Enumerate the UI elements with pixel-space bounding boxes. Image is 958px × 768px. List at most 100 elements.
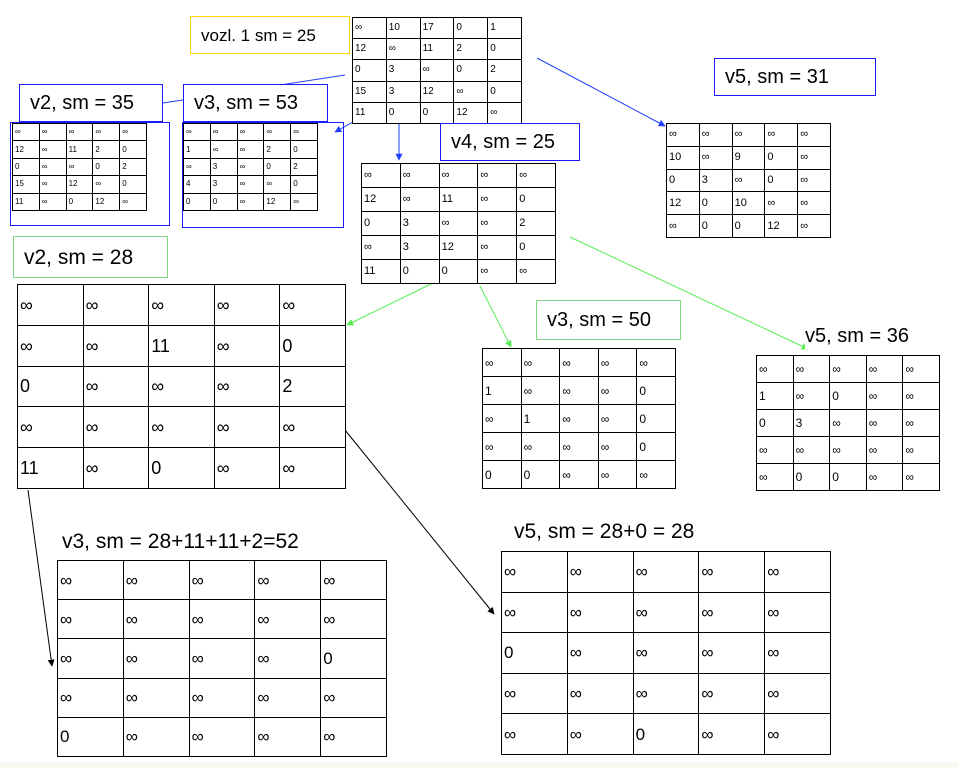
matrix-cell: ∞ [902,463,940,491]
matrix-cell: 0 [320,638,387,679]
matrix-cell: ∞ [148,284,215,326]
matrix-cell: 0 [57,716,124,758]
matrix-cell: 0 [516,235,556,260]
matrix-cell: ∞ [188,716,256,758]
matrix-cell: 0 [148,447,215,489]
matrix-cell: 0 [698,214,733,238]
matrix-cell: ∞ [385,38,421,61]
matrix-row: ∞∞∞∞∞ [57,559,387,601]
matrix-cell: ∞ [792,436,831,464]
matrix-cell: ∞ [254,638,322,679]
v2-a-label: v2, sm = 35 [19,84,163,122]
matrix-cell: ∞ [731,168,766,193]
matrix-cell: ∞ [797,123,831,147]
matrix-cell: 12 [419,80,455,103]
matrix-cell: ∞ [829,436,867,464]
matrix-cell: 0 [263,157,292,177]
root-label: vozl. 1 sm = 25 [190,16,350,54]
matrix-cell: ∞ [698,591,766,634]
matrix-cell: ∞ [361,235,401,260]
matrix-cell: 0 [352,59,387,82]
matrix-cell: ∞ [666,214,700,238]
matrix-cell: ∞ [122,559,190,601]
matrix-cell: 0 [829,463,867,491]
matrix-row: ∞∞∞∞∞ [756,436,940,464]
matrix-cell: ∞ [559,404,599,433]
matrix-cell: ∞ [236,157,265,177]
matrix-cell: ∞ [632,632,700,674]
matrix-cell: ∞ [236,175,265,194]
matrix-cell: 1 [756,382,794,410]
matrix-cell: ∞ [666,123,700,147]
matrix-cell: ∞ [566,591,634,634]
matrix-cell: ∞ [82,365,150,408]
matrix-cell: 3 [209,157,238,177]
matrix-cell: 12 [666,191,700,216]
matrix-cell: ∞ [213,406,281,449]
matrix-cell: ∞ [279,406,346,449]
matrix-row: 0∞∞∞∞ [501,632,831,674]
matrix-cell: 1 [487,16,522,40]
matrix-row: ∞∞∞∞∞ [57,677,387,718]
matrix-cell: ∞ [320,677,387,718]
matrix-cell: ∞ [119,192,147,212]
matrix-cell: ∞ [597,432,638,461]
matrix-cell: ∞ [119,122,147,142]
matrix-cell: ∞ [92,122,121,142]
matrix-cell: 0 [632,713,700,755]
matrix-cell: ∞ [92,175,121,194]
matrix-cell: ∞ [38,122,67,142]
matrix-cell: ∞ [263,122,292,142]
matrix-cell: 12 [453,101,489,125]
matrix-cell: ∞ [597,348,638,377]
matrix-cell: ∞ [516,163,556,188]
matrix-row: ∞∞11∞0 [17,324,346,367]
matrix-cell: ∞ [122,638,190,679]
matrix-cell: ∞ [188,599,256,640]
matrix-cell: ∞ [865,436,904,464]
matrix-cell: ∞ [320,559,387,601]
matrix-cell: ∞ [254,716,322,758]
matrix-cell: ∞ [82,406,150,449]
matrix-cell: ∞ [797,214,831,238]
matrix-cell: ∞ [792,355,831,383]
matrix-cell: 0 [487,80,522,103]
matrix-cell: ∞ [559,376,599,405]
matrix-cell: 2 [487,59,522,82]
matrix-row: 0∞∞∞∞ [57,716,387,758]
matrix-cell: 3 [385,59,421,82]
matrix-cell: 17 [419,16,455,40]
matrix-cell: ∞ [38,175,67,194]
matrix-cell: 4 [183,175,211,194]
matrix-cell: 0 [419,101,455,125]
matrix-cell: ∞ [756,436,794,464]
matrix-row: ∞∞∞∞∞ [12,122,147,142]
matrix-cell: 11 [419,38,455,61]
matrix-cell: ∞ [17,406,84,449]
matrix-cell: ∞ [482,404,522,433]
matrix-cell: 2 [263,140,292,159]
matrix-cell: ∞ [320,599,387,640]
matrix-cell: ∞ [756,463,794,491]
matrix-cell: 0 [636,376,676,405]
matrix-cell: 0 [516,187,556,212]
matrix-cell: 0 [361,211,401,236]
matrix-cell: ∞ [477,259,518,284]
matrix-cell: 0 [698,191,733,216]
matrix-cell: 0 [666,168,700,193]
matrix-cell: ∞ [57,638,124,679]
matrix-cell: 15 [352,80,387,103]
matrix-cell: ∞ [279,447,346,489]
matrix-row: ∞∞∞∞∞ [756,355,940,383]
matrix-cell: ∞ [352,16,387,40]
matrix-row: 12∞11∞0 [361,187,556,212]
matrix-cell: ∞ [764,191,799,216]
matrix-cell: ∞ [209,140,238,159]
edge-v4-v2 [346,282,434,326]
